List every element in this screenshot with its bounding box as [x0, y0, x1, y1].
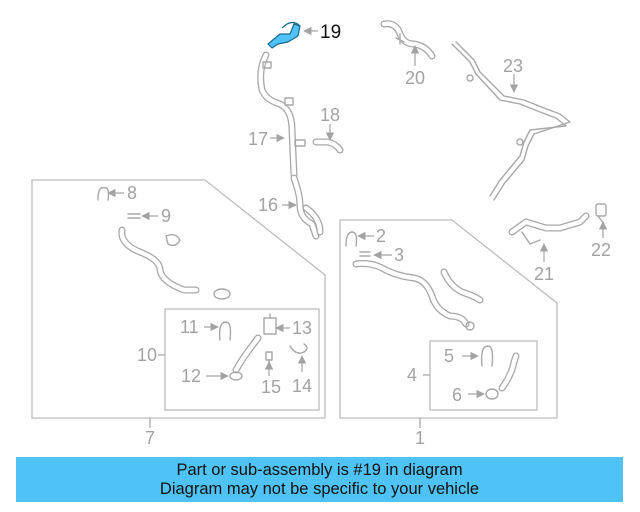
part-11-clip: [218, 321, 232, 341]
part-22-cap: [595, 203, 607, 225]
part-9-clamp: [127, 213, 141, 219]
callout-13[interactable]: 13: [292, 318, 312, 338]
banner-line-1: Part or sub-assembly is #19 in diagram: [176, 461, 463, 479]
assembly-box-10: [158, 308, 320, 411]
part-3-clamp: [359, 251, 371, 257]
part-6-oring: [485, 388, 499, 400]
part-4-elbow: [498, 352, 520, 392]
banner-line-2: Diagram may not be specific to your vehi…: [159, 480, 480, 498]
part-5-clip: [480, 345, 494, 367]
callout-9[interactable]: 9: [161, 206, 171, 226]
callout-20[interactable]: 20: [405, 68, 425, 88]
part-18-hose: [312, 138, 344, 154]
callout-2[interactable]: 2: [376, 226, 386, 246]
callout-19[interactable]: 19: [320, 22, 341, 43]
part-12-oring: [229, 371, 243, 381]
callout-11[interactable]: 11: [180, 317, 199, 337]
part-21-pipe: [508, 212, 590, 245]
callout-15[interactable]: 15: [261, 377, 281, 397]
part-17-hose: [257, 51, 306, 179]
callout-1[interactable]: 1: [415, 428, 425, 448]
part-10-elbow: [232, 334, 262, 374]
assembly-box-1: [339, 219, 558, 428]
callout-21[interactable]: 21: [534, 264, 554, 284]
callout-4[interactable]: 4: [407, 365, 417, 385]
callout-16[interactable]: 16: [258, 195, 278, 215]
info-banner: Part or sub-assembly is #19 in diagram D…: [16, 457, 623, 502]
part-19-hose[interactable]: [267, 21, 301, 49]
callout-23[interactable]: 23: [503, 56, 523, 76]
callout-22[interactable]: 22: [591, 240, 611, 260]
callout-14[interactable]: 14: [292, 376, 312, 396]
part-14-clip: [289, 343, 308, 354]
assembly-box-7: [31, 179, 326, 428]
part-16-hose: [290, 174, 324, 240]
part-23-pipe: [451, 41, 571, 201]
callout-8[interactable]: 8: [127, 183, 137, 203]
leader-lines: [107, 26, 608, 399]
callout-10[interactable]: 10: [137, 345, 157, 365]
part-8-clip: [97, 187, 110, 201]
callout-18[interactable]: 18: [320, 105, 340, 125]
callout-5[interactable]: 5: [444, 346, 454, 366]
callout-7[interactable]: 7: [145, 428, 155, 448]
callout-12[interactable]: 12: [181, 366, 201, 386]
part-20-hose: [380, 20, 436, 60]
callout-3[interactable]: 3: [394, 245, 404, 265]
part-7-hose: [118, 226, 231, 300]
callout-17[interactable]: 17: [248, 129, 268, 149]
part-2-clip: [345, 231, 358, 247]
part-13-fitting: [263, 313, 277, 335]
assembly-box-4: [423, 340, 538, 411]
callout-6[interactable]: 6: [452, 385, 462, 405]
part-1-hose: [352, 260, 484, 331]
